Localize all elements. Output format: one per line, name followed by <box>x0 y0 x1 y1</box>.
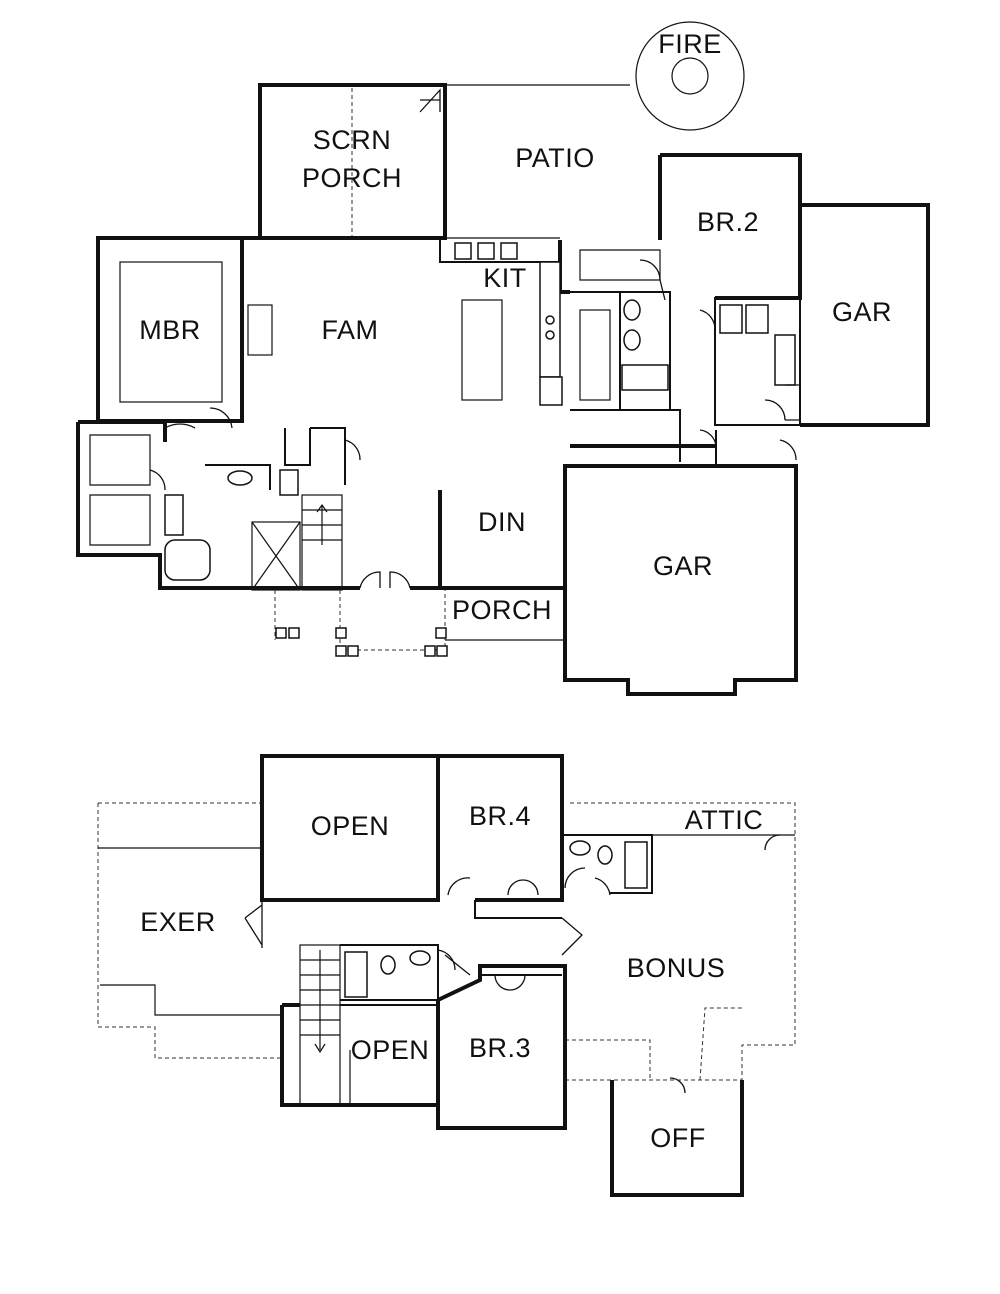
main-body <box>240 236 716 590</box>
room-label-scrn: SCRN <box>313 125 392 155</box>
room-label-off: OFF <box>650 1123 706 1153</box>
bedroom-3 <box>436 954 567 1130</box>
room-label-din: DIN <box>478 507 526 537</box>
room-label-porch-screened: PORCH <box>302 163 402 193</box>
room-label-open-bottom: OPEN <box>351 1035 430 1065</box>
room-label-mbr: MBR <box>139 315 201 345</box>
exercise-room <box>97 802 282 1059</box>
kitchen <box>454 242 563 406</box>
bedroom-4 <box>436 754 564 919</box>
room-label-porch: PORCH <box>452 595 552 625</box>
bedroom-2 <box>579 153 802 301</box>
master-bath <box>76 420 299 590</box>
room-label-br3: BR.3 <box>469 1033 531 1063</box>
dining-room <box>245 571 565 590</box>
room-label-fire: FIRE <box>658 29 722 59</box>
upper-stairs <box>299 944 341 1106</box>
room-label-fam: FAM <box>321 315 378 345</box>
room-label-br2: BR.2 <box>697 207 759 237</box>
room-label-attic: ATTIC <box>685 805 764 835</box>
room-label-exer: EXER <box>140 907 216 937</box>
bonus-room <box>563 802 796 1094</box>
office <box>610 1080 744 1197</box>
fire-pit <box>635 21 745 131</box>
room-label-gar-side: GAR <box>832 297 892 327</box>
room-label-gar-front: GAR <box>653 551 713 581</box>
room-label-open-top: OPEN <box>311 811 390 841</box>
screened-porch <box>258 83 447 240</box>
front-garage <box>563 429 798 696</box>
room-label-br4: BR.4 <box>469 801 531 831</box>
front-porch <box>274 590 565 657</box>
main-floor: FIRE SCRN PORCH PATIO BR.2 KIT MBR FAM G… <box>76 21 930 696</box>
upper-floor: OPEN BR.4 ATTIC EXER BONUS OPEN BR.3 OFF <box>97 754 796 1197</box>
side-garage <box>800 203 930 427</box>
master-bedroom <box>96 236 273 429</box>
upper-hallway <box>244 900 583 956</box>
patio-area <box>445 84 630 239</box>
room-label-patio: PATIO <box>515 143 595 173</box>
upper-bath-top <box>562 834 653 896</box>
rear-bath <box>570 291 681 462</box>
stair-area <box>251 427 361 591</box>
room-label-kit: KIT <box>483 263 527 293</box>
room-label-bonus: BONUS <box>627 953 726 983</box>
utility-room <box>699 297 801 426</box>
upper-bath-bottom <box>340 944 456 1001</box>
